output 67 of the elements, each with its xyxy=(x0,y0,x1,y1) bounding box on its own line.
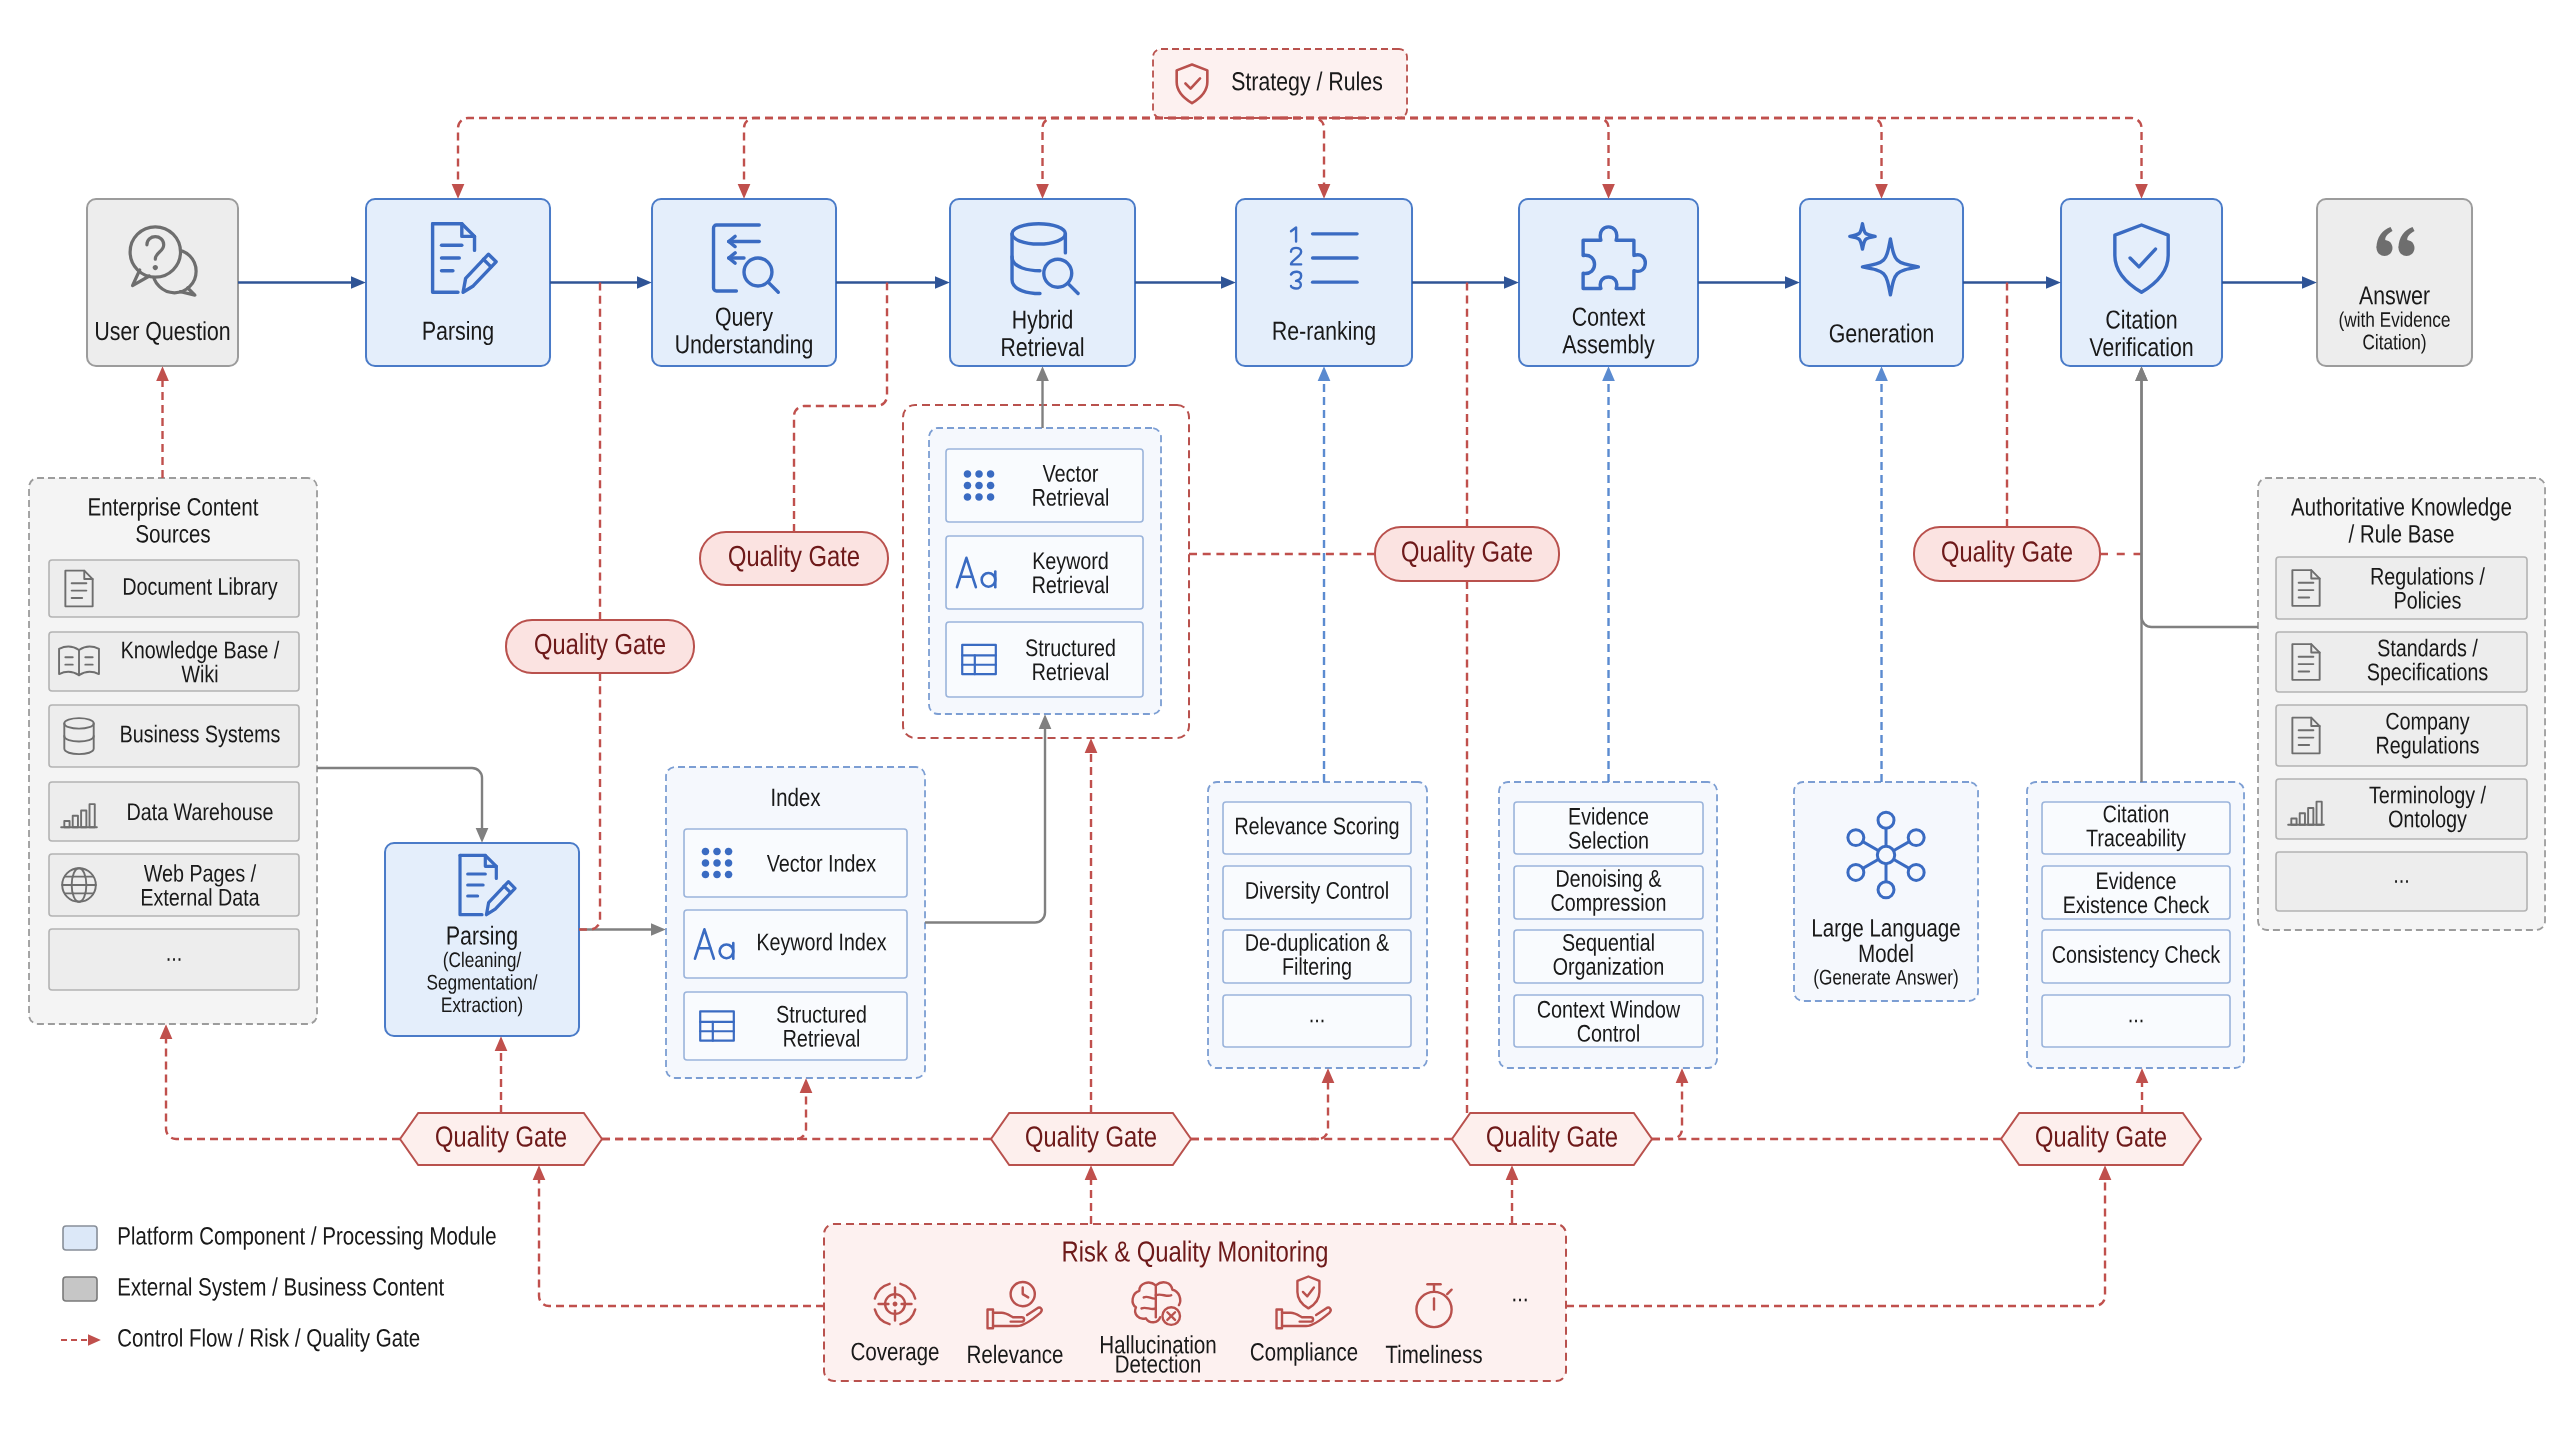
connector-line xyxy=(1189,552,1375,556)
metric-label: Timeliness xyxy=(1385,1344,1482,1364)
list-item: De-duplication & Filtering xyxy=(1222,929,1412,984)
connector-line xyxy=(1465,282,1469,527)
list-item: Vector Retrieval xyxy=(945,448,1144,523)
process-box: Hybrid Retrieval xyxy=(949,198,1136,367)
gate-hexagon: Quality Gate xyxy=(1999,1112,2203,1166)
list-item: ... xyxy=(2275,851,2528,912)
list-item: Knowledge Base / Wiki xyxy=(48,631,300,692)
list-item: Keyword Index xyxy=(683,909,908,979)
rules-box: Strategy / Rules xyxy=(1152,48,1408,119)
gate-pill: Quality Gate xyxy=(1913,526,2101,582)
process-box: Query Understanding xyxy=(651,198,837,367)
list-item: Evidence Existence Check xyxy=(2041,865,2231,920)
endpoint-box: Answer (with Evidence Citation) xyxy=(2316,198,2473,367)
metric-label: Hallucination Detection xyxy=(1101,1335,1216,1373)
list-item: Company Regulations xyxy=(2275,704,2528,767)
legend-label: Platform Component / Processing Module xyxy=(118,1226,496,1250)
process-box: Context Assembly xyxy=(1518,198,1699,367)
connector-line xyxy=(2100,552,2142,556)
list-item: Citation Traceability xyxy=(2041,801,2231,855)
list-item: Structured Retrieval xyxy=(683,991,908,1061)
list-item: Structured Retrieval xyxy=(945,621,1144,698)
connector-line xyxy=(1465,581,1469,1113)
connector-line xyxy=(598,282,602,620)
list-item: Business Systems xyxy=(48,704,300,768)
list-item: Context Window Control xyxy=(1513,994,1704,1048)
list-item: ... xyxy=(48,928,300,991)
process-box: Re-ranking xyxy=(1235,198,1413,367)
process-box: Parsing xyxy=(365,198,551,367)
dashed-frame xyxy=(902,404,1190,739)
list-item: Sequential Organization xyxy=(1513,929,1704,984)
list-item: Data Warehouse xyxy=(48,781,300,842)
gate-hexagon: Quality Gate xyxy=(1450,1112,1654,1166)
connector-line xyxy=(792,282,889,532)
metric-label: Compliance xyxy=(1250,1342,1358,1366)
list-item: Keyword Retrieval xyxy=(945,535,1144,610)
legend-label: External System / Business Content xyxy=(118,1277,445,1301)
list-item: Denoising & Compression xyxy=(1513,865,1704,920)
endpoint-box: User Question xyxy=(86,198,239,367)
process-box: Parsing (Cleaning/Segmentation/Extraction) xyxy=(384,842,580,1037)
gate-hexagon: Quality Gate xyxy=(989,1112,1193,1166)
more-label: ... xyxy=(1513,1298,1527,1302)
metric-label: Relevance xyxy=(968,1344,1063,1364)
gate-pill: Quality Gate xyxy=(505,619,695,674)
list-item: Terminology / Ontology xyxy=(2275,778,2528,840)
process-box: Generation xyxy=(1799,198,1964,367)
list-item: ... xyxy=(2041,994,2231,1048)
model-box: Large Language Model (Generate Answer) xyxy=(1793,781,1979,1002)
list-item: Document Library xyxy=(48,559,300,618)
list-item: Relevance Scoring xyxy=(1222,801,1412,855)
list-item: ... xyxy=(1222,994,1412,1048)
connector-line xyxy=(2005,282,2009,527)
list-item: Regulations / Policies xyxy=(2275,556,2528,620)
metric-label: Coverage xyxy=(851,1342,939,1366)
connector-line xyxy=(579,673,602,931)
list-item: Consistency Check xyxy=(2041,929,2231,984)
list-item: Diversity Control xyxy=(1222,865,1412,920)
legend-label: Control Flow / Risk / Quality Gate xyxy=(118,1328,420,1352)
list-item: Vector Index xyxy=(683,828,908,898)
gate-pill: Quality Gate xyxy=(699,531,889,586)
list-item: Standards / Specifications xyxy=(2275,631,2528,693)
gate-hexagon: Quality Gate xyxy=(398,1112,604,1166)
gate-pill: Quality Gate xyxy=(1374,526,1560,582)
list-item: Web Pages / External Data xyxy=(48,853,300,917)
process-box: Citation Verification xyxy=(2060,198,2223,367)
list-item: Evidence Selection xyxy=(1513,801,1704,855)
